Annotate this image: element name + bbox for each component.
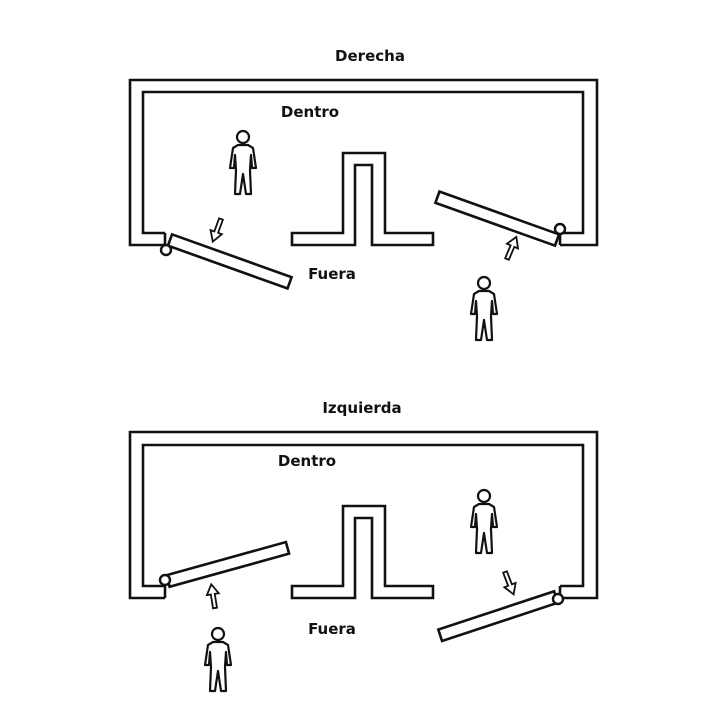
hinge-icon — [159, 243, 173, 257]
person-icon — [228, 129, 258, 196]
person-icon — [469, 488, 499, 555]
hinge-icon — [158, 573, 172, 587]
arrow-icon — [498, 568, 521, 598]
person-icon — [203, 626, 233, 693]
outside-label: Fuera — [308, 265, 356, 283]
person-icon — [469, 275, 499, 342]
diagram-derecha: Derecha Dentro Fuera — [128, 47, 599, 342]
inside-label: Dentro — [278, 452, 336, 470]
diagram-title: Izquierda — [322, 399, 401, 417]
arrow-icon — [500, 233, 523, 263]
room-outer-wall — [128, 78, 599, 247]
arrow-icon — [206, 216, 228, 245]
door-right — [436, 589, 560, 643]
center-wall-pillar — [290, 504, 435, 600]
outside-label: Fuera — [308, 620, 356, 638]
door-left — [164, 540, 291, 589]
diagram-izquierda: Izquierda Dentro Fuera — [128, 399, 599, 693]
hinge-icon — [551, 592, 565, 606]
arrow-icon — [204, 582, 222, 610]
room-outer-wall — [128, 430, 599, 600]
door-left — [166, 232, 294, 291]
hinge-icon — [553, 222, 567, 236]
inside-label: Dentro — [281, 103, 339, 121]
diagram-title: Derecha — [335, 47, 405, 65]
door-right — [433, 189, 561, 248]
center-wall-pillar — [290, 151, 435, 247]
